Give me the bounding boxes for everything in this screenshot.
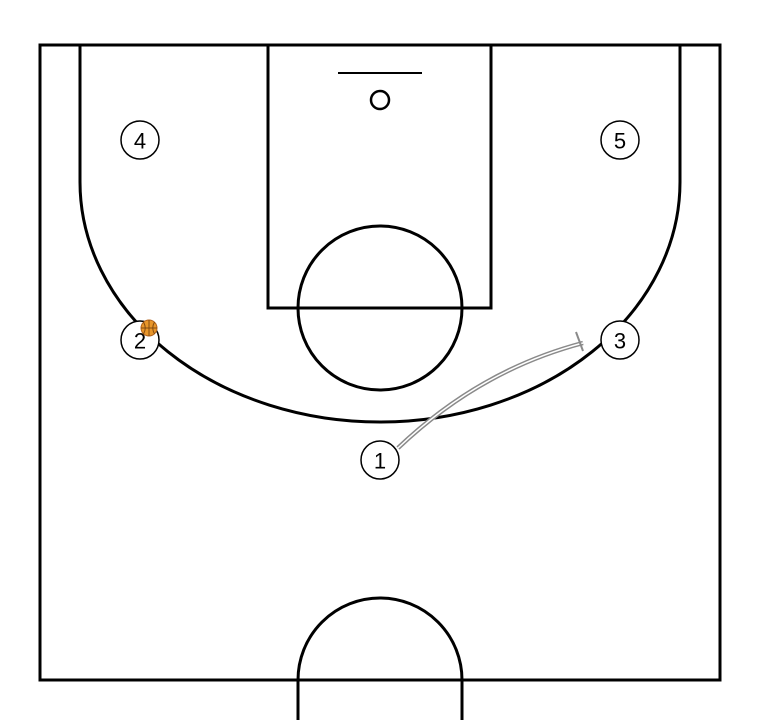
player-4-label: 4 [134,129,146,154]
three-point-line [78,45,682,424]
player-2-label: 2 [134,329,146,354]
player-3-label: 3 [614,329,626,354]
player-4[interactable]: 4 [120,120,160,160]
basketball-icon [140,319,158,337]
player-1[interactable]: 1 [360,440,400,480]
pass-line [396,331,584,450]
player-5[interactable]: 5 [600,120,640,160]
hoop [369,89,391,111]
center-circle [296,596,464,720]
free-throw-circle [296,224,464,392]
player-1-label: 1 [374,449,386,474]
free-throw-lane [266,43,493,310]
player-3[interactable]: 3 [600,320,640,360]
player-5-label: 5 [614,129,626,154]
